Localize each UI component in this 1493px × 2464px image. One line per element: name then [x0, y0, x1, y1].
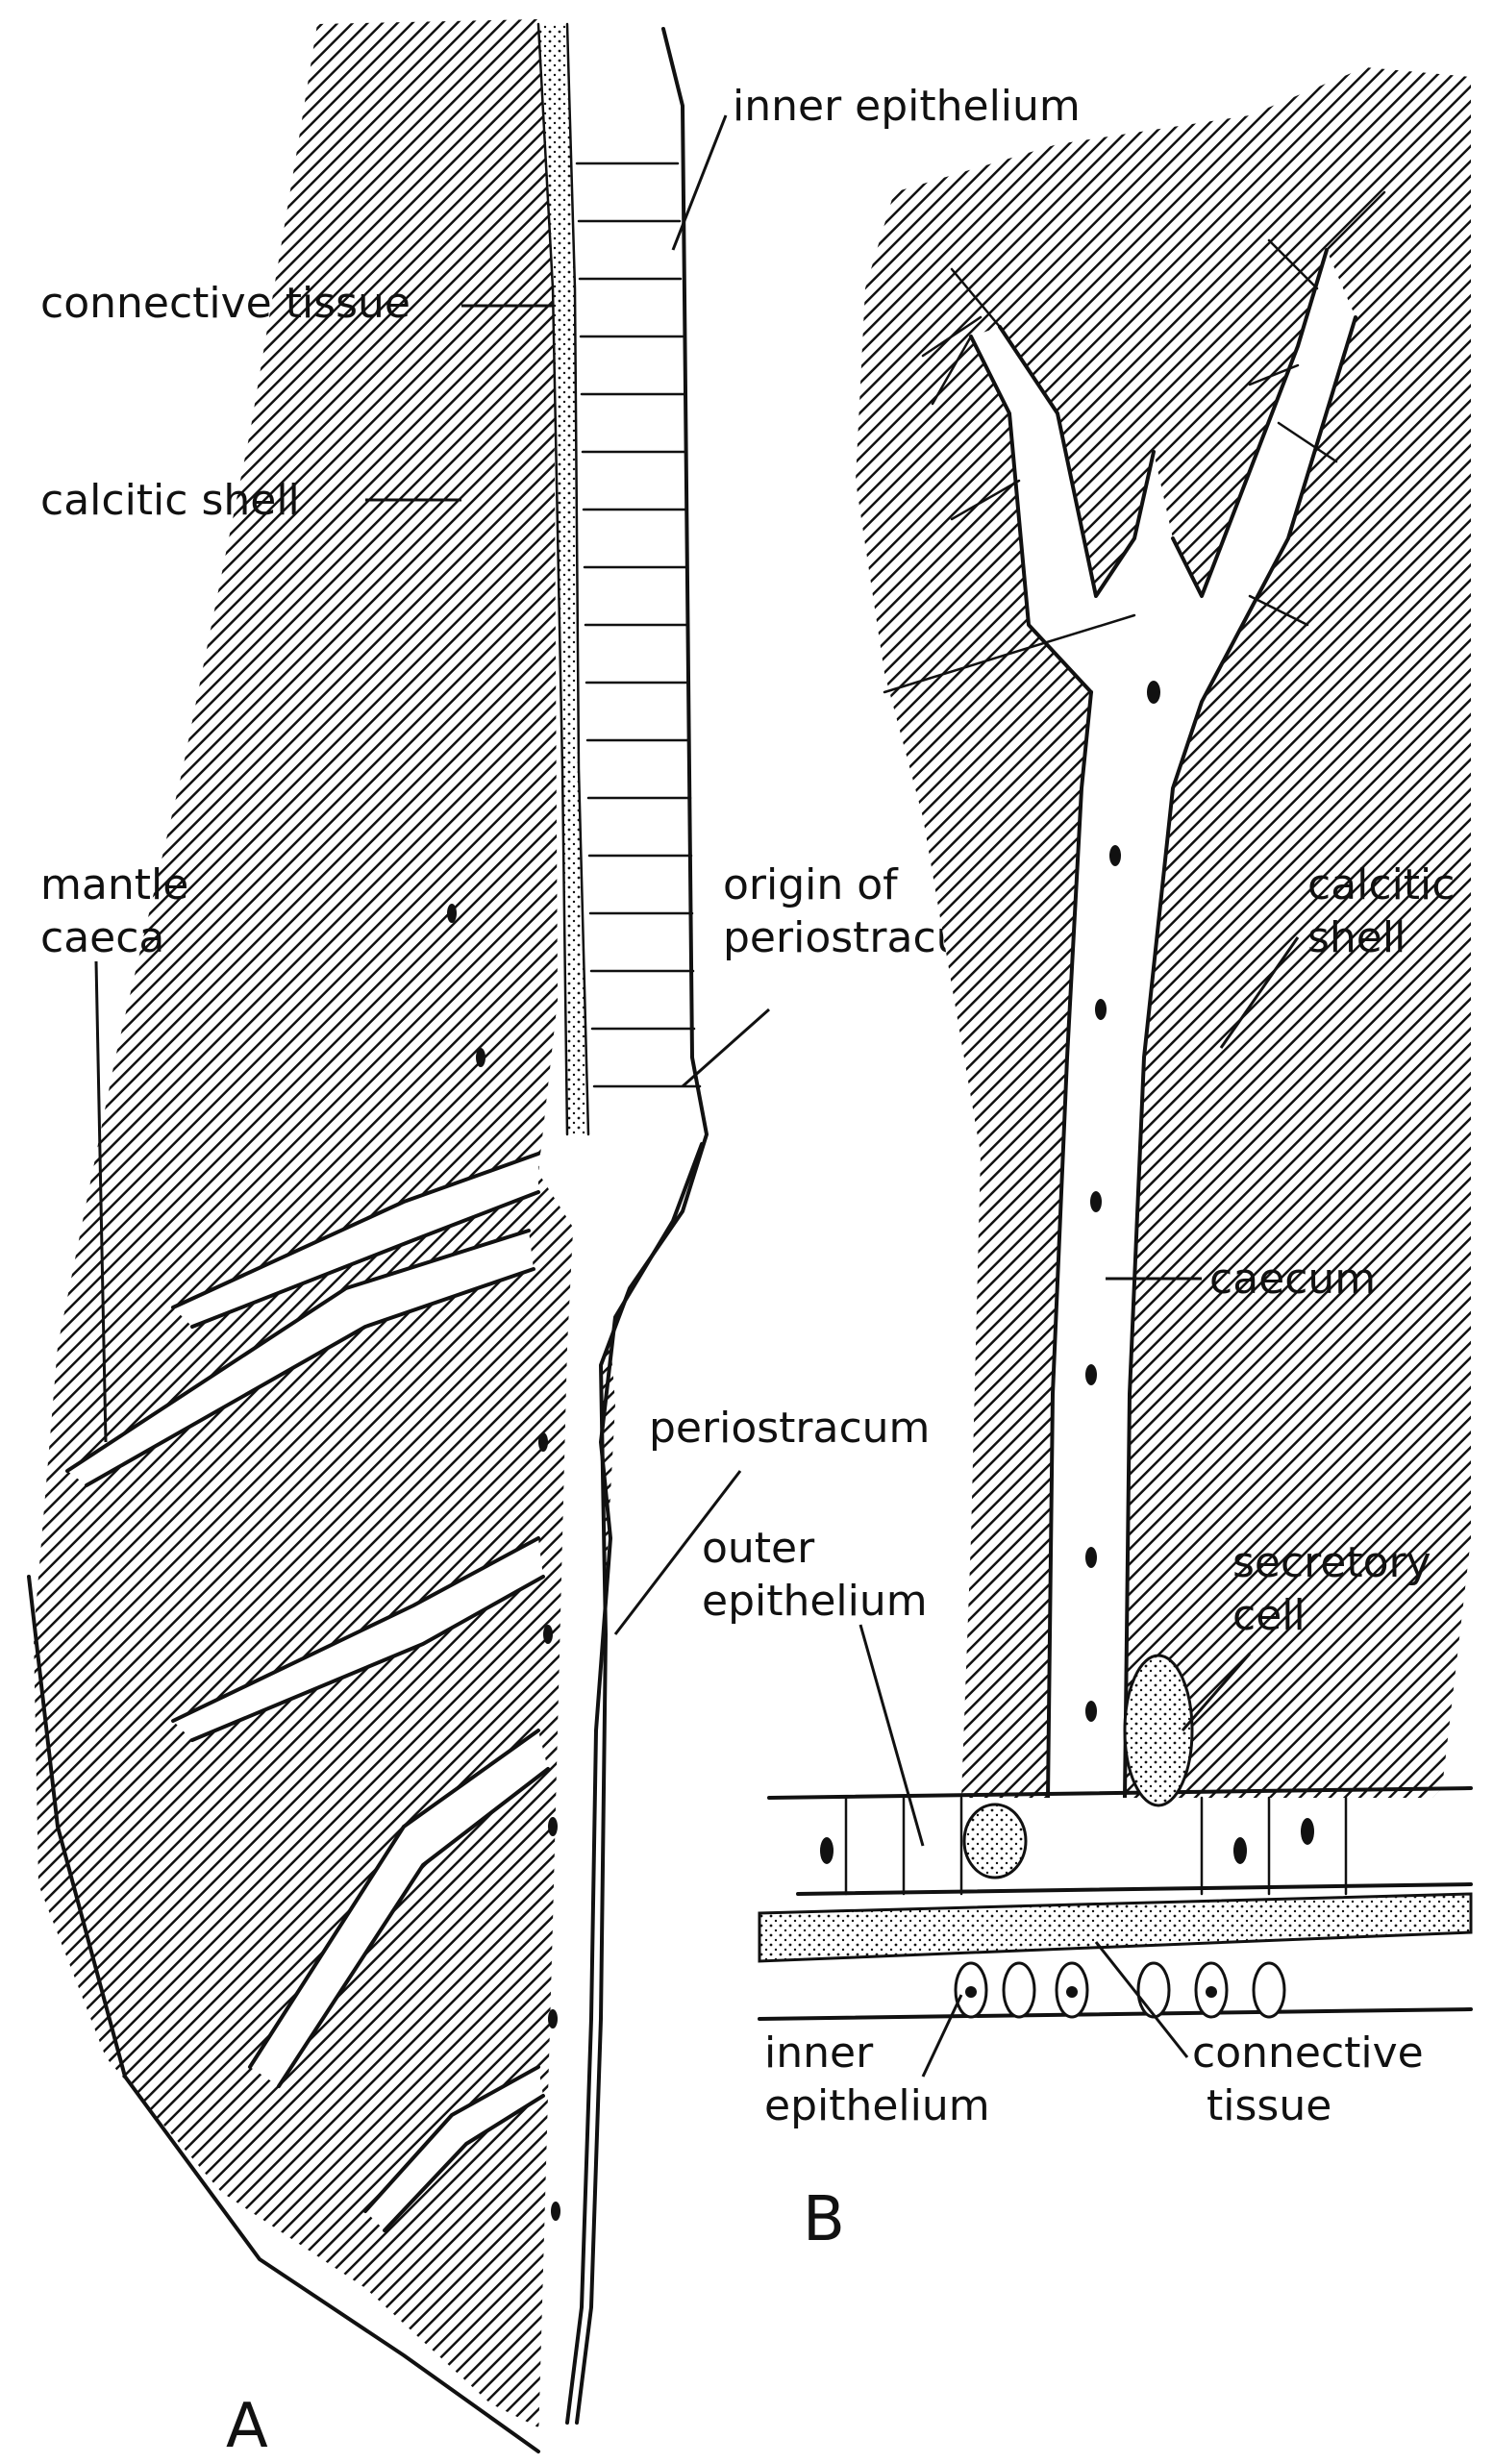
- panel-b-outer-epithelium: [769, 1788, 1471, 1894]
- panel-a-label-calcitic-shell: calcitic shell: [40, 476, 300, 525]
- panel-b-label-cell: cell: [1232, 1591, 1306, 1640]
- panel-a-letter: A: [226, 2391, 268, 2462]
- panel-b-connective-band: [759, 1894, 1471, 1961]
- panel-a-label-inner-epithelium: inner epithelium: [733, 82, 1081, 131]
- panel-b-label-tissue: tissue: [1207, 2081, 1331, 2130]
- panel-b-label-calcitic: calcitic: [1307, 860, 1455, 909]
- panel-b-label-secretory: secretory: [1232, 1538, 1431, 1587]
- panel-a-label-caeca: caeca: [40, 913, 164, 962]
- panel-a-label-origin-of: origin of: [723, 860, 899, 909]
- panel-b-letter: B: [803, 2184, 845, 2255]
- panel-b-label-caecum: caecum: [1209, 1255, 1376, 1304]
- panel-b: calcitic shell caecum secretory cell out…: [702, 67, 1471, 2255]
- panel-a-label-periostracum: periostracum: [649, 1404, 930, 1453]
- panel-b-label-outer-epithelium: epithelium: [702, 1577, 928, 1626]
- panel-b-label-outer: outer: [702, 1524, 815, 1573]
- panel-a-label-mantle: mantle: [40, 860, 188, 909]
- panel-a-label-connective-tissue: connective tissue: [40, 279, 411, 328]
- panel-b-inner-epithelium: [759, 1963, 1471, 2019]
- panel-b-secretory-cell: [1125, 1655, 1192, 1805]
- panel-b-label-inner-epithelium: epithelium: [764, 2081, 990, 2130]
- panel-b-label-inner: inner: [764, 2028, 874, 2078]
- panel-b-label-shell: shell: [1307, 913, 1406, 962]
- panel-b-label-connective: connective: [1192, 2028, 1424, 2078]
